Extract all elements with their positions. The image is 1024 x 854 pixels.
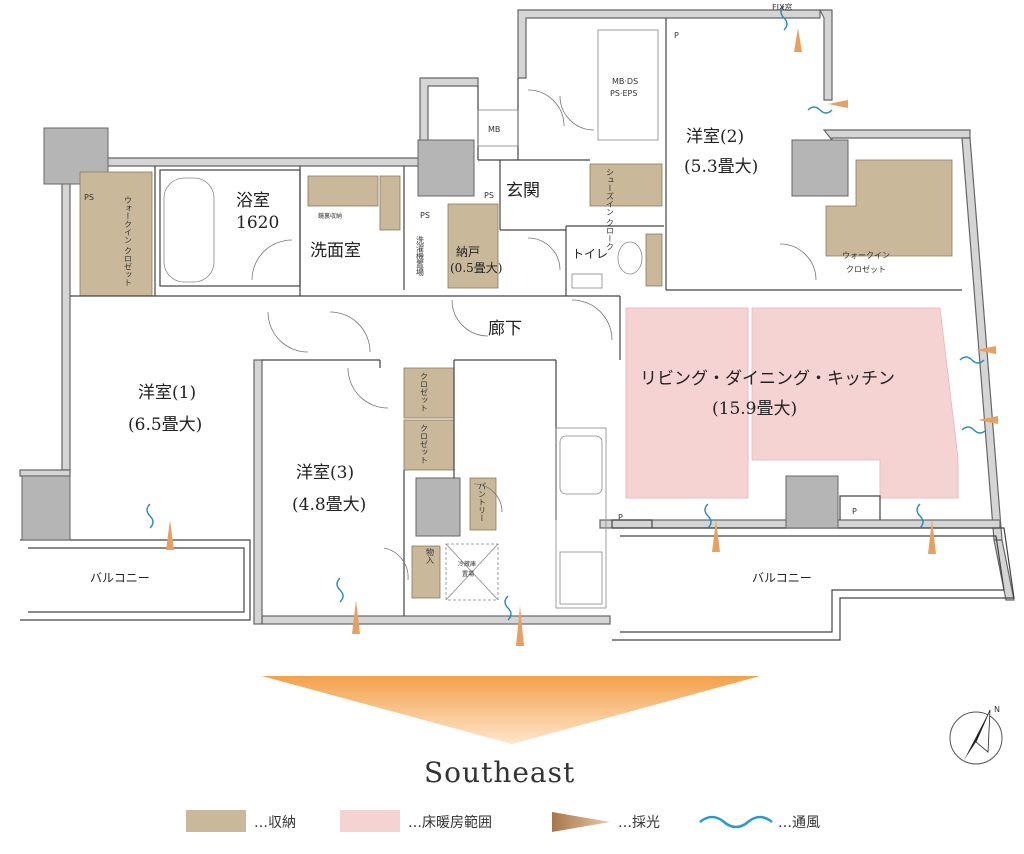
western1-name: 洋室(1) — [138, 383, 196, 403]
p-kitchen-label: P — [618, 513, 623, 522]
entrance-label: 玄関 — [506, 181, 540, 201]
hallway-label: 廊下 — [488, 319, 522, 339]
mb-ds-label: MB·DS — [612, 77, 638, 86]
legend-daylight-icon — [552, 812, 610, 832]
shoes-in-cloak-label: シューズイン クローク — [606, 168, 615, 251]
small-labels: FIX窓 MB·DS PS·EPS MB PS PS PS P P P ウォーク… — [84, 2, 890, 578]
ldk-name: リビング・ダイニング・キッチン — [640, 369, 895, 389]
direction-indicator: Southeast — [262, 676, 760, 789]
room-labels: 浴室 1620 洗面室 玄関 トイレ 廊下 洋室(2) (5.3畳大) 洋室(1… — [90, 127, 895, 585]
western2-name: 洋室(2) — [686, 127, 744, 147]
western1-size: (6.5畳大) — [128, 415, 202, 435]
outer-walls — [19, 9, 1015, 641]
compass-icon: N — [949, 705, 1003, 765]
bath-name: 浴室 — [236, 191, 270, 211]
closet-upper-label: クロゼット — [420, 372, 429, 412]
storeroom-name: 納戸 — [456, 245, 480, 259]
ldk-size: (15.9畳大) — [712, 399, 797, 419]
washing-pan-label: 洗濯機置場 — [416, 235, 425, 277]
ps-wash-label: PS — [420, 211, 430, 220]
legend-storage-label: …収納 — [254, 815, 296, 831]
compass-n-label: N — [994, 705, 1000, 714]
doors — [251, 89, 817, 581]
ps-left-label: PS — [84, 193, 94, 202]
toilet-label: トイレ — [572, 247, 608, 261]
bath-size: 1620 — [236, 213, 279, 233]
pantry-label: パントリー — [478, 482, 487, 522]
fix-window-label: FIX窓 — [772, 2, 792, 12]
p-top-label: P — [674, 31, 679, 40]
legend-heating-label: …床暖房範囲 — [408, 814, 492, 831]
western3-size: (4.8畳大) — [292, 495, 366, 515]
fridge-label-2: 置場 — [462, 570, 474, 578]
storage-item-label: 物入 — [426, 547, 435, 564]
western2-size: (5.3畳大) — [684, 157, 758, 177]
legend-ventilation-icon — [699, 815, 773, 829]
ps-entrance-label: PS — [484, 191, 494, 200]
fridge-label-1: 冷蔵庫 — [458, 560, 476, 568]
interior-walls — [70, 18, 962, 616]
walkin-left-label: ウォークイン クロゼット — [124, 196, 133, 287]
direction-arrow-icon — [262, 676, 760, 744]
p-alcove-label: P — [852, 507, 857, 516]
legend-daylight-label: …採光 — [618, 815, 660, 831]
balcony-right-label: バルコニー — [752, 571, 812, 585]
direction-label: Southeast — [424, 756, 575, 789]
legend: …収納 …床暖房範囲 …採光 …通風 — [186, 810, 820, 832]
ps-eps-label: PS·EPS — [610, 89, 637, 98]
storeroom-size: (0.5畳大) — [450, 261, 502, 275]
washroom-label: 洗面室 — [310, 241, 361, 261]
walkin-right-label-1: ウォークイン — [842, 251, 890, 260]
pillars — [21, 127, 849, 541]
walkin-right-label-2: クロゼット — [846, 264, 886, 274]
mb-label: MB — [488, 125, 500, 134]
western3-name: 洋室(3) — [296, 463, 354, 483]
floor-heating-area — [625, 307, 959, 499]
legend-heating-swatch — [340, 810, 400, 832]
legend-ventilation-label: …通風 — [778, 815, 820, 831]
closet-lower-label: クロゼット — [420, 424, 429, 464]
mirror-storage-label: 鏡裏収納 — [318, 212, 342, 220]
balcony-left-label: バルコニー — [90, 571, 150, 585]
storage-areas — [79, 159, 953, 599]
window-markers — [146, 5, 998, 646]
legend-storage-swatch — [186, 810, 246, 832]
